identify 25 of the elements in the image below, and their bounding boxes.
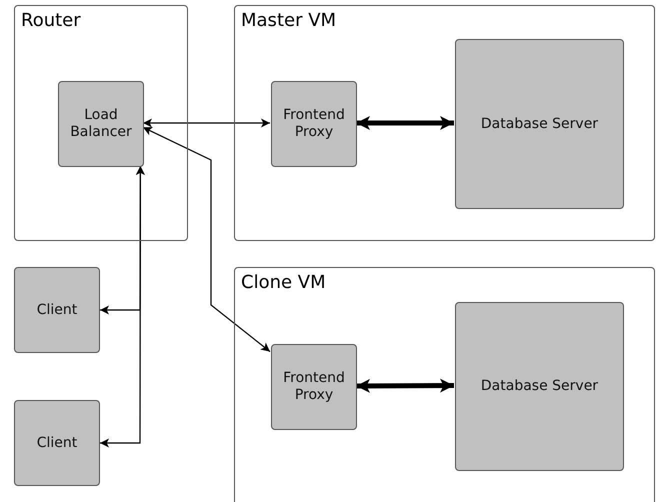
group-heading: Clone VM xyxy=(241,272,326,293)
box-label: Client xyxy=(36,302,78,318)
group-box xyxy=(234,5,655,241)
box-label: Frontend Proxy xyxy=(282,370,346,404)
arrow xyxy=(143,118,270,128)
group-box xyxy=(234,267,655,502)
group-heading: Router xyxy=(21,10,81,31)
arrow xyxy=(356,116,454,130)
process-box xyxy=(271,344,357,430)
box-label: Frontend Proxy xyxy=(282,107,346,141)
box-label: Database Server xyxy=(480,378,598,395)
group-heading: Master VM xyxy=(241,10,336,31)
process-box xyxy=(58,81,144,167)
box-label: Database Server xyxy=(480,116,598,132)
process-box xyxy=(455,302,624,471)
box-label: Client xyxy=(36,434,78,452)
box-label: Load Balancer xyxy=(69,107,133,141)
process-box xyxy=(14,267,100,353)
arrow xyxy=(142,126,270,352)
group-box xyxy=(14,5,188,241)
arrow xyxy=(100,166,145,448)
process-box xyxy=(455,39,624,209)
arrow xyxy=(356,378,454,393)
process-box xyxy=(271,81,357,167)
process-box xyxy=(14,400,100,486)
